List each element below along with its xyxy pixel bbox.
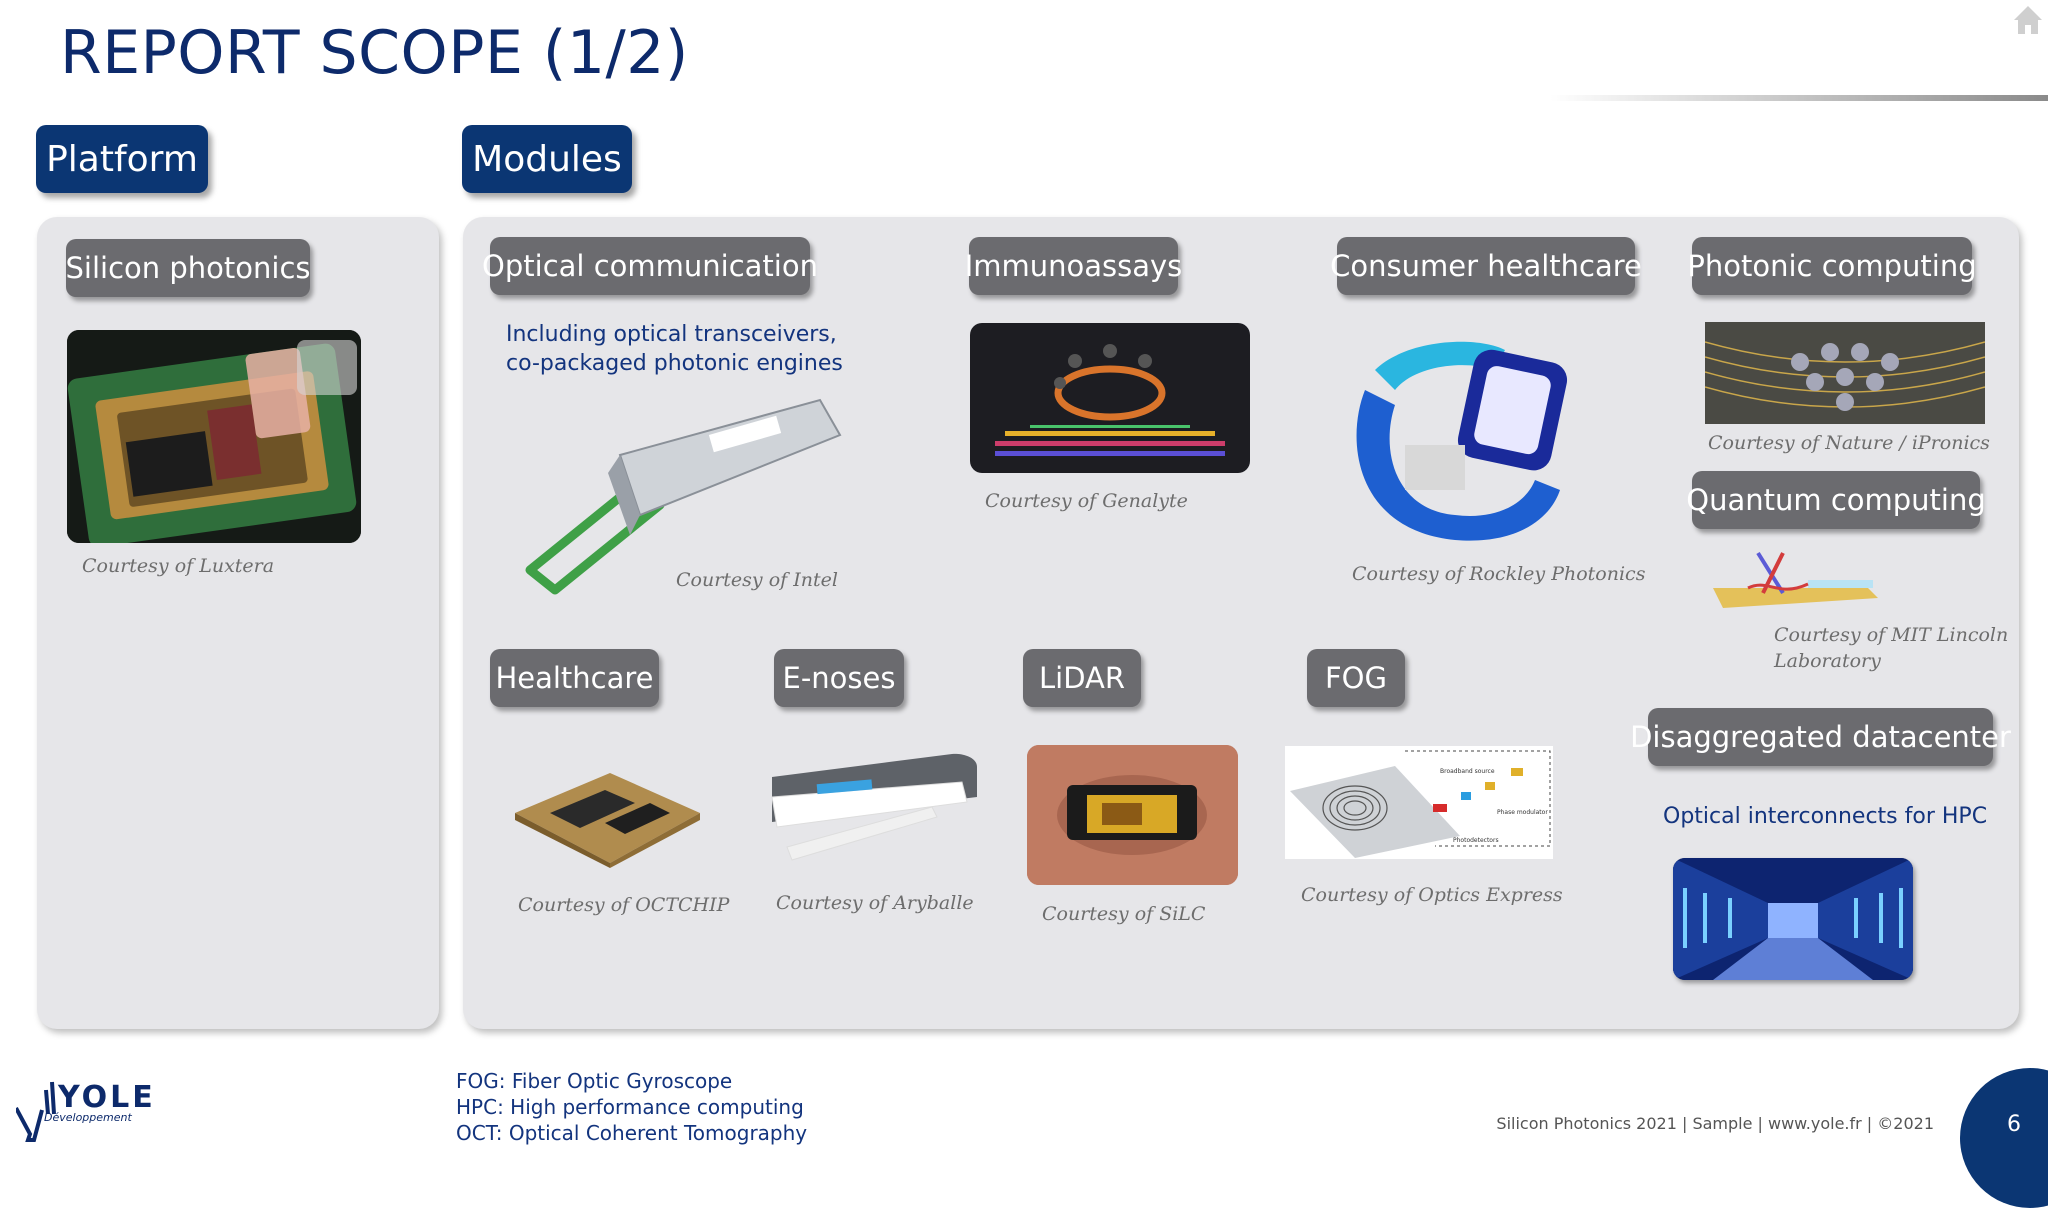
oct-chip-image <box>515 773 700 868</box>
tag-consumer-healthcare: Consumer healthcare <box>1330 237 1642 295</box>
decorative-line <box>1550 95 2048 101</box>
courtesy-aryballe: Courtesy of Aryballe <box>776 892 974 914</box>
page-title: REPORT SCOPE (1/2) <box>60 18 689 88</box>
footnote-hpc: HPC: High performance computing <box>456 1095 804 1119</box>
footer-text: Silicon Photonics 2021 | Sample | www.yo… <box>1496 1114 1934 1133</box>
datacenter-image <box>1673 858 1913 980</box>
home-icon[interactable] <box>2008 0 2048 40</box>
fog-label-source: Broadband source <box>1440 768 1495 775</box>
tag-healthcare: Healthcare <box>490 649 659 707</box>
tag-fog: FOG <box>1307 649 1405 707</box>
footnotes: FOG: Fiber Optic Gyroscope HPC: High per… <box>456 1068 807 1146</box>
tag-photonic-computing: Photonic computing <box>1687 237 1977 295</box>
courtesy-rockley-photonics: Courtesy of Rockley Photonics <box>1352 563 1646 585</box>
photonic-chip-image <box>1705 322 1985 424</box>
smartwatch-image <box>1356 341 1568 541</box>
page-number-badge: 6 <box>1960 1068 2048 1208</box>
courtesy-genalyte: Courtesy of Genalyte <box>985 490 1188 512</box>
e-nose-device-image <box>771 753 977 861</box>
footnote-oct: OCT: Optical Coherent Tomography <box>456 1121 808 1145</box>
logo-wordmark: YOLE <box>58 1080 156 1115</box>
tag-e-noses: E-noses <box>774 649 904 707</box>
fog-label-detectors: Photodetectors <box>1453 837 1499 844</box>
optical-transceiver-image <box>525 398 842 595</box>
courtesy-octchip: Courtesy of OCTCHIP <box>518 894 730 916</box>
courtesy-mit-lincoln-line2: Laboratory <box>1774 650 1881 672</box>
lidar-chip-image <box>1027 745 1238 885</box>
tag-optical-communication: Optical communication <box>482 237 818 295</box>
fog-label-modulator: Phase modulator <box>1497 809 1548 816</box>
courtesy-silc: Courtesy of SiLC <box>1042 903 1206 925</box>
optical-communication-description: Including optical transceivers, co-packa… <box>506 322 843 376</box>
silicon-photonics-chip-image <box>67 330 361 543</box>
logo-subtitle: Développement <box>44 1111 132 1124</box>
tag-silicon-photonics: Silicon photonics <box>66 239 311 297</box>
courtesy-luxtera: Courtesy of Luxtera <box>82 555 275 577</box>
tag-quantum-computing: Quantum computing <box>1686 471 1986 529</box>
footnote-fog: FOG: Fiber Optic Gyroscope <box>456 1069 733 1093</box>
tag-lidar: LiDAR <box>1023 649 1141 707</box>
courtesy-intel: Courtesy of Intel <box>676 569 838 591</box>
courtesy-optics-express: Courtesy of Optics Express <box>1301 884 1563 906</box>
page-number: 6 <box>2007 1112 2021 1137</box>
modules-header: Modules <box>462 125 632 193</box>
fog-diagram-image: Broadband source Phase modulator Photode… <box>1285 746 1553 859</box>
tag-immunoassays: Immunoassays <box>965 237 1182 295</box>
tag-disaggregated-datacenter: Disaggregated datacenter <box>1630 708 2011 766</box>
courtesy-nature-ipronics: Courtesy of Nature / iPronics <box>1708 432 1990 454</box>
disaggregated-datacenter-description: Optical interconnects for HPC <box>1663 804 1988 829</box>
immunoassay-sensor-image <box>970 323 1250 473</box>
yole-logo <box>16 1081 56 1142</box>
courtesy-mit-lincoln-line1: Courtesy of MIT Lincoln <box>1774 624 2009 646</box>
platform-header: Platform <box>36 125 208 193</box>
quantum-chip-image <box>1713 551 1878 608</box>
